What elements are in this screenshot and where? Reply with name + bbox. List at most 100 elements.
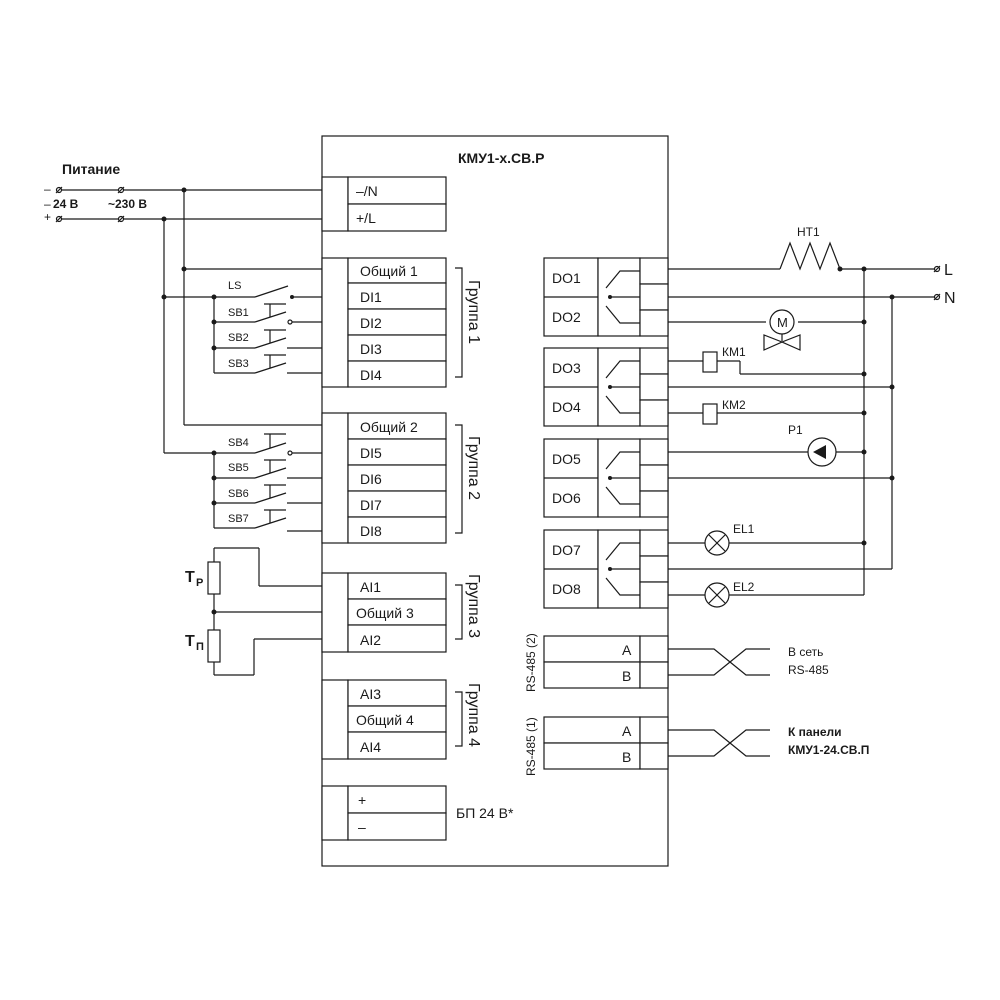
svg-text:T: T xyxy=(185,569,195,586)
dc-voltage-label: 24 В xyxy=(53,197,79,211)
heater-label: HT1 xyxy=(797,225,820,239)
svg-text:DI2: DI2 xyxy=(360,315,382,331)
svg-text:DI6: DI6 xyxy=(360,471,382,487)
svg-text:A: A xyxy=(622,723,632,739)
svg-text:Р: Р xyxy=(196,577,203,589)
svg-text:SB4: SB4 xyxy=(228,437,249,449)
svg-text:DO3: DO3 xyxy=(552,360,581,376)
switch-sb1: SB1 xyxy=(214,303,348,325)
group2-terminal-block: Общий 2 DI5 DI6 DI7 DI8 Группа 2 xyxy=(321,412,482,544)
svg-text:T: T xyxy=(185,633,195,650)
lamp-el1: EL1 xyxy=(704,522,755,556)
svg-text:LS: LS xyxy=(228,280,241,292)
svg-text:SB7: SB7 xyxy=(228,513,249,525)
dc-plus-sign: + xyxy=(44,210,51,224)
group4-terminal-block: AI3 Общий 4 AI4 Группа 4 xyxy=(321,679,482,760)
motor-valve: M xyxy=(763,309,801,351)
do1-do2-block: DO1 DO2 xyxy=(543,257,669,337)
svg-text:RS-485 (2): RS-485 (2) xyxy=(524,633,538,692)
svg-text:DI5: DI5 xyxy=(360,445,382,461)
common3-junction xyxy=(211,609,217,615)
svg-text:Общий 1: Общий 1 xyxy=(360,263,418,279)
power-input-terminals xyxy=(55,186,125,223)
left-wiring xyxy=(62,189,348,528)
dc-minus-sign: – xyxy=(44,182,51,196)
svg-text:К панели: К панели xyxy=(788,725,842,739)
rs485-port2: A B RS-485 (2) В сеть RS-485 xyxy=(524,633,829,692)
svg-text:DI1: DI1 xyxy=(360,289,382,305)
svg-text:Общий 4: Общий 4 xyxy=(356,712,414,728)
ac-voltage-label: ~230 В xyxy=(108,197,147,211)
svg-text:EL1: EL1 xyxy=(733,522,755,536)
do7-do8-block: DO7 DO8 xyxy=(543,529,669,609)
svg-text:SB5: SB5 xyxy=(228,462,249,474)
svg-text:L: L xyxy=(944,262,953,279)
svg-text:Группа 1: Группа 1 xyxy=(465,280,482,344)
svg-text:КМ2: КМ2 xyxy=(722,398,746,412)
svg-text:В сеть: В сеть xyxy=(788,645,823,659)
svg-text:DO2: DO2 xyxy=(552,309,581,325)
power-label: Питание xyxy=(62,161,120,177)
svg-text:DI4: DI4 xyxy=(360,367,382,383)
svg-text:A: A xyxy=(622,642,632,658)
lamp-el2: EL2 xyxy=(704,580,755,608)
group1-terminal-block: Общий 1 DI1 DI2 DI3 DI4 Группа 1 xyxy=(321,257,482,388)
svg-text:Общий 2: Общий 2 xyxy=(360,419,418,435)
svg-text:SB1: SB1 xyxy=(228,307,249,319)
right-junction-dots xyxy=(837,266,895,546)
svg-text:+/L: +/L xyxy=(356,210,376,226)
mains-terminals: L N xyxy=(933,262,956,307)
svg-text:БП 24 В*: БП 24 В* xyxy=(456,805,514,821)
psu-terminal-block: + – БП 24 В* xyxy=(321,785,514,841)
controller-title: КМУ1-х.СВ.Р xyxy=(458,150,545,166)
svg-text:DO1: DO1 xyxy=(552,270,581,286)
do3-do4-block: DO3 DO4 xyxy=(543,347,669,427)
svg-text:SB6: SB6 xyxy=(228,488,249,500)
rs485-port1: A B RS-485 (1) К панели КМУ1-24.СВ.П xyxy=(524,716,869,776)
svg-text:B: B xyxy=(622,749,631,765)
relay-km1: КМ1 xyxy=(702,345,746,373)
svg-text:RS-485 (1): RS-485 (1) xyxy=(524,717,538,776)
svg-text:DO6: DO6 xyxy=(552,490,581,506)
left-junction-dots xyxy=(161,187,217,506)
svg-text:AI3: AI3 xyxy=(360,686,381,702)
relay-km2: КМ2 xyxy=(702,398,746,425)
svg-text:AI2: AI2 xyxy=(360,632,381,648)
svg-text:+: + xyxy=(358,792,366,808)
svg-text:КМУ1-24.СВ.П: КМУ1-24.СВ.П xyxy=(788,743,869,757)
switch-sb7: SB7 xyxy=(214,509,348,532)
svg-text:П: П xyxy=(196,641,204,653)
svg-text:RS-485: RS-485 xyxy=(788,663,829,677)
svg-text:B: B xyxy=(622,668,631,684)
svg-text:SB2: SB2 xyxy=(228,332,249,344)
power-terminal-block: –/N +/L xyxy=(321,176,447,232)
svg-text:Группа 4: Группа 4 xyxy=(465,683,482,747)
pump-p1: P1 xyxy=(788,423,837,467)
svg-text:DI7: DI7 xyxy=(360,497,382,513)
svg-text:Группа 2: Группа 2 xyxy=(465,436,482,500)
svg-text:DO5: DO5 xyxy=(552,451,581,467)
switch-sb6: SB6 xyxy=(214,484,348,504)
svg-text:N: N xyxy=(944,290,956,307)
svg-text:SB3: SB3 xyxy=(228,358,249,370)
svg-text:AI1: AI1 xyxy=(360,579,381,595)
svg-text:–/N: –/N xyxy=(356,183,378,199)
do5-do6-block: DO5 DO6 xyxy=(543,438,669,518)
svg-text:AI4: AI4 xyxy=(360,739,381,755)
svg-text:Общий 3: Общий 3 xyxy=(356,605,414,621)
svg-text:DI3: DI3 xyxy=(360,341,382,357)
svg-text:DO4: DO4 xyxy=(552,399,581,415)
svg-text:M: M xyxy=(777,315,788,330)
svg-text:Группа 3: Группа 3 xyxy=(465,574,482,638)
sensor-tp: T П xyxy=(185,629,348,676)
dc-minus-sign-2: – xyxy=(44,197,51,211)
group3-terminal-block: AI1 Общий 3 AI2 Группа 3 xyxy=(321,572,482,653)
svg-text:EL2: EL2 xyxy=(733,580,755,594)
svg-text:DI8: DI8 xyxy=(360,523,382,539)
svg-text:–: – xyxy=(358,819,366,835)
svg-text:DO8: DO8 xyxy=(552,581,581,597)
svg-text:P1: P1 xyxy=(788,423,803,437)
svg-text:DO7: DO7 xyxy=(552,542,581,558)
svg-text:КМ1: КМ1 xyxy=(722,345,746,359)
